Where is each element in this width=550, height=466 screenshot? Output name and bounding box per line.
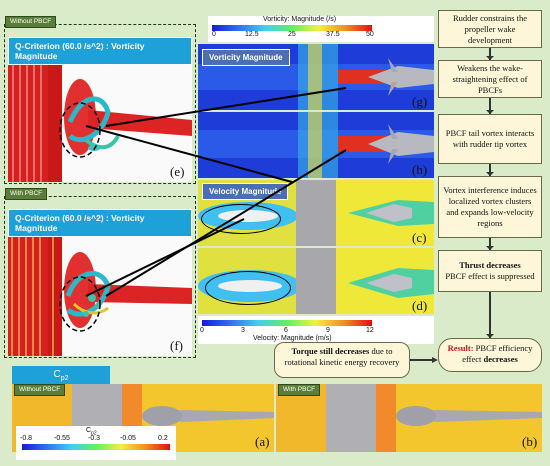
vorticity-title: Vorticity Magnitude [202,49,290,66]
torque-box: Torque still decreases due to rotational… [274,342,410,378]
result-bold2: decreases [483,354,518,364]
cp-title: Cp2 [12,366,110,384]
vort-tick-1: 12.5 [245,31,259,38]
velocity-ellipse-c [201,204,281,234]
panel-label-g: (g) [412,94,428,109]
flow-box-4: Vortex interference induces localized vo… [438,176,542,238]
vel-tick-4: 12 [366,327,374,334]
cp-scale-title-main: C [86,427,92,434]
velocity-title: Velocity Magnitude [202,183,289,200]
cp-title-sub: p2 [60,375,69,382]
cp-title-main: C [53,369,61,380]
vel-tick-1: 3 [241,327,245,334]
panel-label-a: (a) [255,434,270,449]
panel-label-h: (h) [412,162,428,177]
cp-scale: Cp2 -0.8 -0.55 -0.3 -0.05 0.2 [16,426,176,460]
cp-tick-3: -0.05 [120,435,136,442]
without-pbcf-group [4,24,196,184]
torque-rest: due to rotational kinetic energy recover… [284,346,400,367]
thrust-box: Thrust decreases PBCF effect is suppress… [438,250,542,292]
vort-tick-3: 37.5 [326,31,340,38]
thrust-bold: Thrust decreases [459,260,521,270]
result-box: Result: PBCF efficiency effect decreases [438,338,542,372]
vorticity-colorbar [212,25,372,31]
panel-label-e: (e) [170,164,185,179]
cp-colorbar [22,444,170,450]
result-mid: PBCF efficiency effect [462,343,533,364]
flow-box-2: Weakens the wake-straightening effect of… [438,60,542,98]
flow-box-1: Rudder constrains the propeller wake dev… [438,10,542,48]
cp-scale-title: Cp2 [86,427,97,436]
panel-label-c: (c) [412,230,427,245]
cp-tick-4: 0.2 [158,435,168,442]
torque-bold: Torque still decreases [291,346,370,356]
cp-tick-1: -0.55 [54,435,70,442]
cp-tick-2: -0.3 [88,435,101,442]
vorticity-field-g [198,44,434,110]
with-pbcf-tag: With PBCF [5,188,48,200]
cp-scale-title-sub: p2 [91,430,97,437]
without-pbcf-tag: Without PBCF [5,16,57,28]
cp-tag-without: Without PBCF [14,384,66,396]
qcrit-title-f: Q-Criterion (60.0 /s^2) : Vorticity Magn… [8,209,192,237]
panel-label-f: (f) [170,338,183,353]
vort-tick-0: 0 [212,31,216,38]
vort-tick-2: 25 [288,31,296,38]
vel-tick-2: 6 [284,327,288,334]
vort-tick-4: 50 [366,31,374,38]
cp-tick-0: -0.8 [20,435,33,442]
vel-tick-0: 0 [200,327,204,334]
vorticity-scale-title: Vorticity: Magnitude (/s) [263,16,337,23]
velocity-scale: 0 3 6 9 12 Velocity: Magnitude (m/s) [198,316,434,344]
vorticity-scale: Vorticity: Magnitude (/s) 0 12.5 25 37.5… [208,16,434,42]
velocity-colorbar [202,320,372,326]
flow-box-3: PBCF tail vortex interacts with rudder t… [438,114,542,164]
cp-tag-with: With PBCF [278,384,321,396]
velocity-scale-title: Velocity: Magnitude (m/s) [253,335,332,342]
thrust-rest: PBCF effect is suppressed [445,271,535,281]
qcrit-title-e: Q-Criterion (60.0 /s^2) : Vorticity Magn… [8,37,192,65]
result-bold: Result: [447,343,474,353]
with-pbcf-group [4,196,196,358]
vel-tick-3: 9 [326,327,330,334]
panel-label-b: (b) [522,434,538,449]
panel-label-d: (d) [412,298,428,313]
velocity-ellipse-d [205,271,291,305]
